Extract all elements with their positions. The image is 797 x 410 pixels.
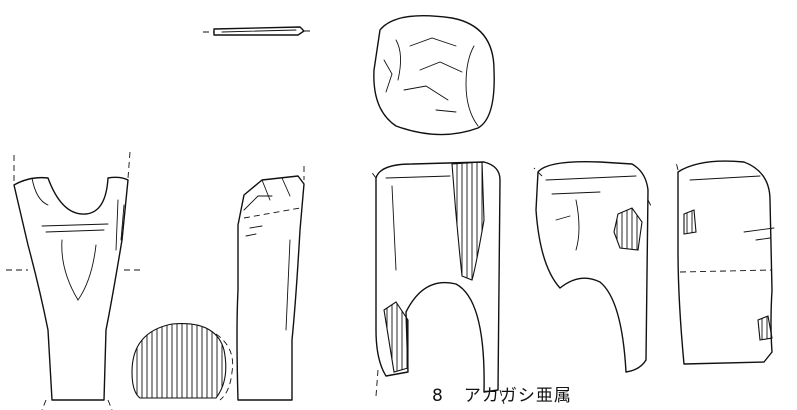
specimen-caption: 8 アカガシ亜属 (432, 381, 572, 406)
specimen-number: 8 (432, 386, 444, 406)
block-front-view (370, 162, 504, 404)
block-back-view (534, 162, 652, 372)
left-handle-front-view (6, 152, 144, 410)
right-handle-side-view (237, 166, 304, 400)
handle-cross-section (132, 324, 233, 400)
section-sliver (203, 27, 312, 35)
specimen-name: アカガシ亜属 (463, 386, 572, 406)
block-top-view (374, 16, 494, 135)
block-side-view (676, 161, 774, 364)
